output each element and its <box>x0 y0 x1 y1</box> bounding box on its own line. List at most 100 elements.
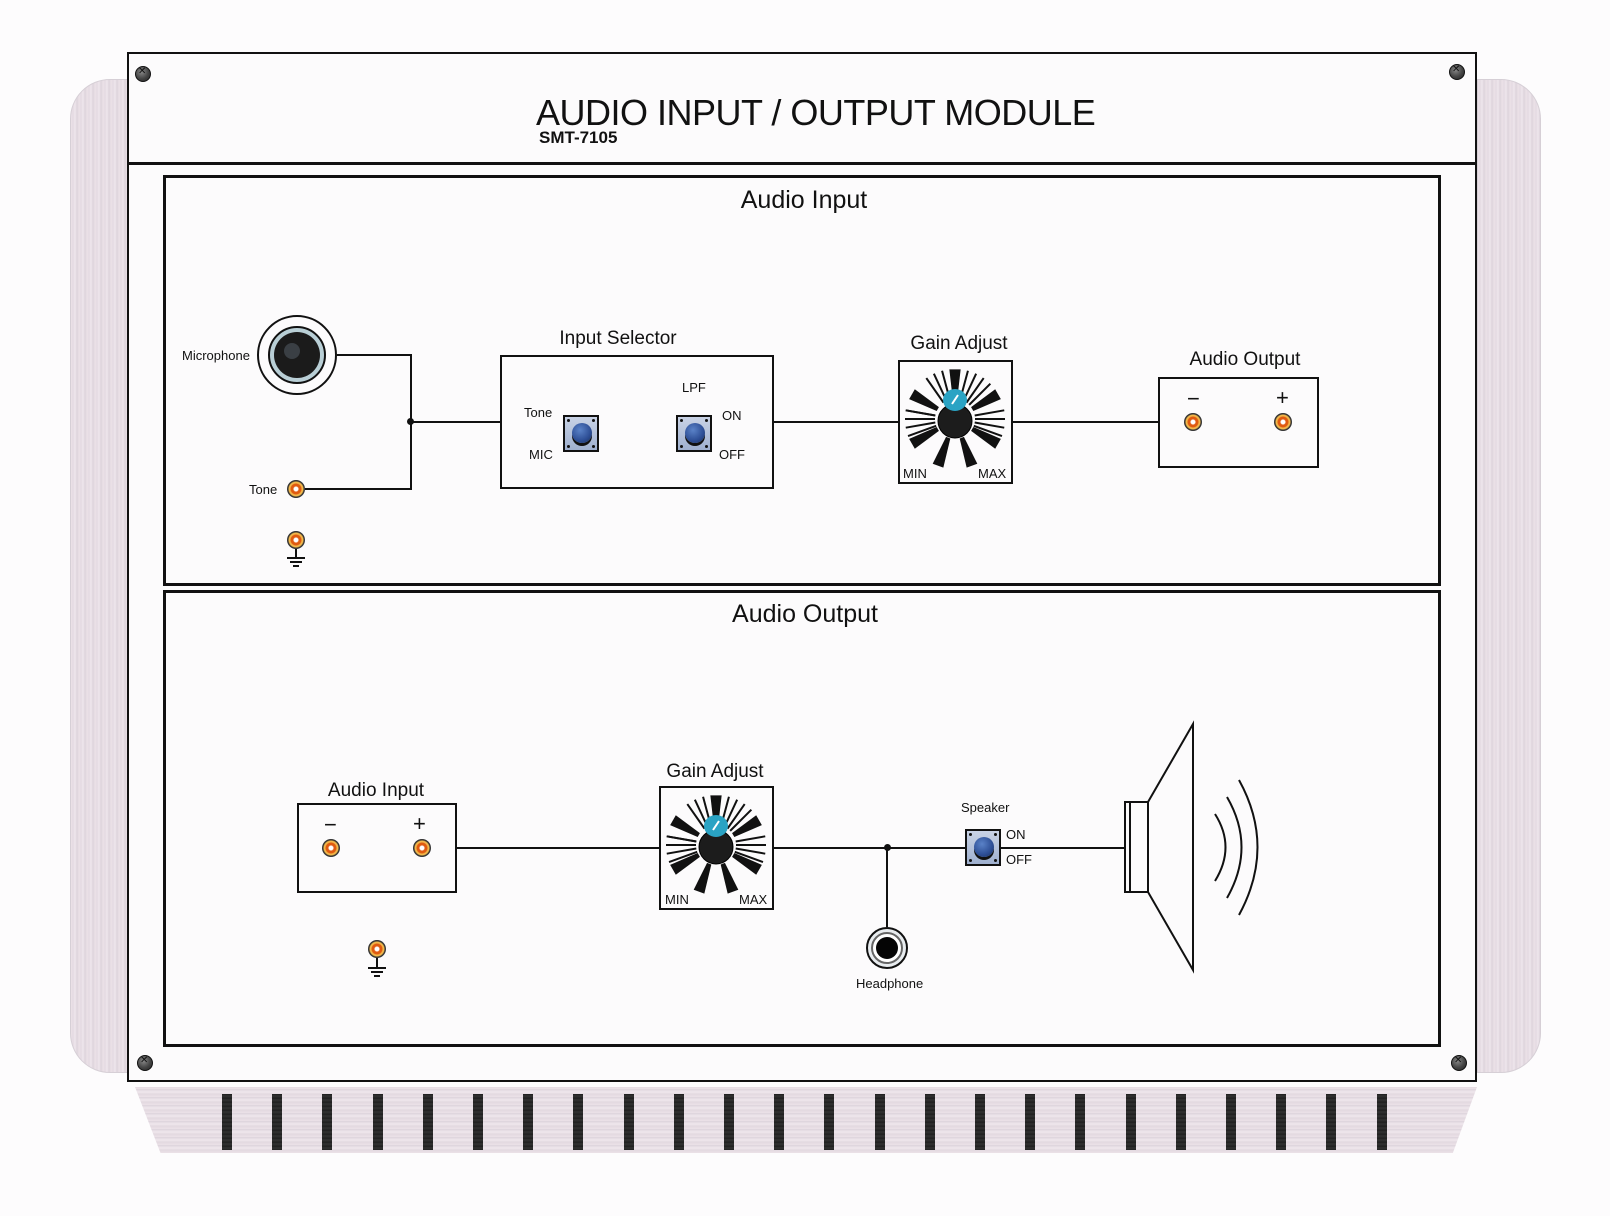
vent-slot <box>1276 1094 1287 1150</box>
knob-scale-wedge <box>909 389 939 412</box>
minus-label: − <box>324 812 337 837</box>
knob-scale-wedge <box>959 436 978 468</box>
wire <box>411 421 501 423</box>
wire <box>773 847 966 849</box>
right-side-panel <box>1477 79 1541 1073</box>
vent-slot <box>272 1094 283 1150</box>
knob-scale-wedge <box>693 862 712 894</box>
knob-scale-tick <box>925 377 945 404</box>
tone-label: Tone <box>249 482 278 497</box>
headphone-label: Headphone <box>856 976 924 991</box>
output-minus-jack[interactable] <box>1184 413 1202 431</box>
knob-indicator <box>951 394 959 405</box>
input-plus-jack[interactable] <box>413 839 431 857</box>
screw-icon <box>135 66 151 82</box>
knob-scale-tick <box>666 835 697 843</box>
input-selector-box <box>500 355 774 489</box>
vent-slot <box>1125 1094 1136 1150</box>
vent-slot <box>372 1094 383 1150</box>
vent-slot <box>774 1094 785 1150</box>
vent-slot <box>573 1094 584 1150</box>
output-gain-title: Gain Adjust <box>666 761 764 782</box>
knob-scale-tick <box>734 850 764 864</box>
knob-scale-tick <box>666 847 697 855</box>
knob-scale-tick <box>974 421 1005 429</box>
vent-slot <box>222 1094 232 1150</box>
audio-output-section-title: Audio Output <box>732 600 878 628</box>
wire <box>337 354 412 356</box>
knob-scale-wedge <box>670 852 700 875</box>
input-gain-knob[interactable] <box>0 0 1005 468</box>
lpf-button[interactable] <box>676 415 712 452</box>
minus-label: − <box>1187 386 1200 411</box>
lpf-on-label: ON <box>722 408 742 423</box>
knob-scale-tick <box>965 377 985 404</box>
input-selector-title: Input Selector <box>559 328 677 349</box>
vent-slot <box>1226 1094 1236 1150</box>
knob-scale-tick <box>726 803 746 830</box>
vent-slot <box>724 1094 734 1150</box>
vent-slot <box>523 1094 534 1150</box>
knob-scale-tick <box>968 382 992 406</box>
vent-slot <box>874 1094 885 1150</box>
speaker-off-label: OFF <box>1006 852 1032 867</box>
screw-icon <box>1449 64 1465 80</box>
wire <box>457 847 660 849</box>
plus-label: + <box>413 811 426 836</box>
ground-jack[interactable] <box>287 531 305 549</box>
knob-scale-wedge <box>971 389 1001 412</box>
vent-slot <box>1075 1094 1086 1150</box>
vent-slot <box>473 1094 483 1150</box>
knob-scale-wedge <box>909 426 939 449</box>
ventilation-grille <box>135 1087 1477 1153</box>
lpf-off-label: OFF <box>719 447 745 462</box>
knob-scale-tick <box>668 850 698 864</box>
ground-icon <box>368 958 386 977</box>
output-plus-jack[interactable] <box>1274 413 1292 431</box>
mic-select-label: MIC <box>529 447 553 462</box>
knob-scale-wedge <box>670 815 700 838</box>
speaker-switch-title: Speaker <box>961 800 1010 815</box>
vent-slot <box>1326 1094 1337 1150</box>
vent-slot <box>975 1094 985 1150</box>
gain-min-label: MIN <box>903 466 927 481</box>
input-gain-title: Gain Adjust <box>910 333 1008 354</box>
gain-min-label: MIN <box>665 892 689 907</box>
vent-slot <box>1025 1094 1036 1150</box>
microphone-icon[interactable] <box>0 0 337 395</box>
knob-scale-tick <box>729 808 753 832</box>
output-gain-knob[interactable] <box>0 0 766 894</box>
wire <box>773 421 899 423</box>
knob-scale-tick <box>735 847 766 855</box>
gain-max-label: MAX <box>739 892 768 907</box>
screw-icon <box>1451 1055 1467 1071</box>
ground-icon <box>287 549 305 567</box>
source-select-button[interactable] <box>563 415 599 452</box>
vent-slot <box>1376 1094 1387 1150</box>
input-minus-jack[interactable] <box>322 839 340 857</box>
microphone-label: Microphone <box>182 348 250 363</box>
lpf-label: LPF <box>682 380 706 395</box>
speaker-switch-button[interactable] <box>965 829 1001 866</box>
plus-label: + <box>1276 385 1289 410</box>
module-title: AUDIO INPUT / OUTPUT MODULE <box>536 92 1096 133</box>
knob-scale-wedge <box>732 815 762 838</box>
knob-scale-tick <box>974 409 1005 417</box>
tone-input-jack[interactable] <box>287 480 305 498</box>
knob-scale-tick <box>973 424 1003 438</box>
ground-jack[interactable] <box>368 940 386 958</box>
vent-slot <box>322 1094 333 1150</box>
wire <box>305 488 412 490</box>
knob-scale-wedge <box>971 426 1001 449</box>
audio-input-section-title: Audio Input <box>740 186 868 214</box>
vent-slot <box>1175 1094 1186 1150</box>
headphone-jack[interactable] <box>0 0 908 969</box>
knob-scale-tick <box>905 409 936 417</box>
knob-scale-tick <box>905 421 936 429</box>
screw-icon <box>137 1055 153 1071</box>
wire-junction <box>407 418 414 425</box>
tone-select-label: Tone <box>524 405 553 420</box>
vent-slot <box>673 1094 684 1150</box>
audio-output-terminals-box <box>1158 377 1319 468</box>
vent-slot <box>623 1094 634 1150</box>
